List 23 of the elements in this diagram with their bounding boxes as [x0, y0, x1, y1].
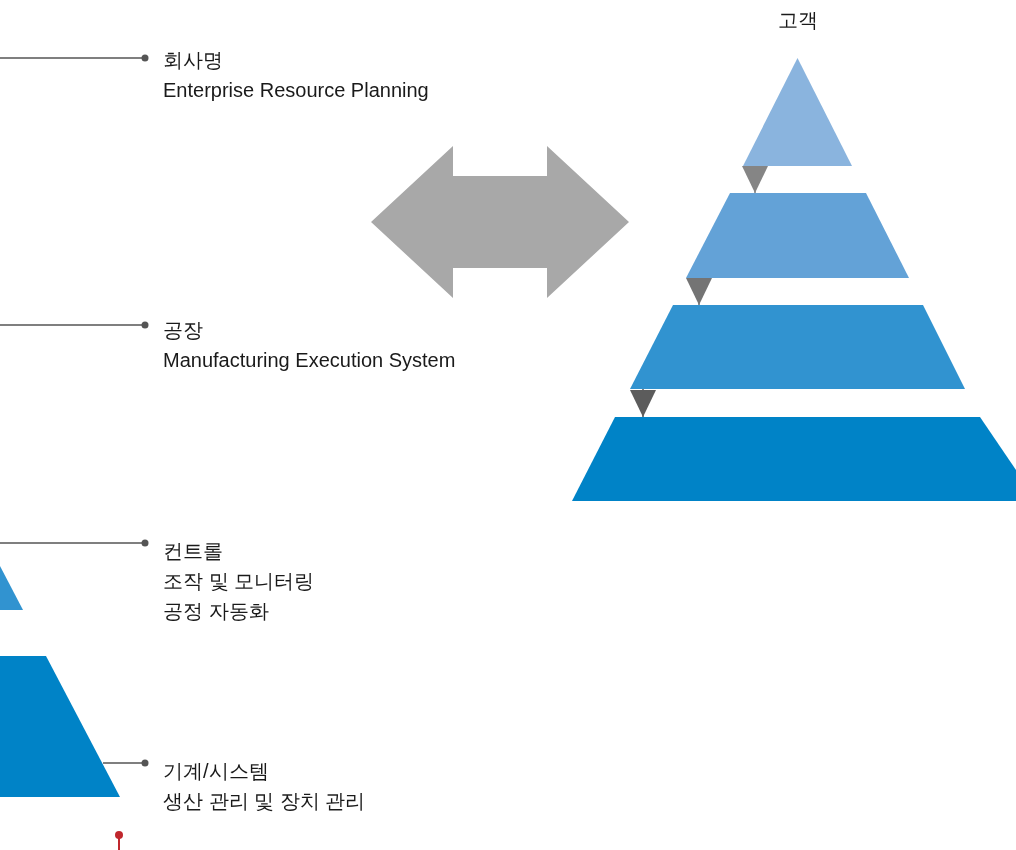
arrow	[630, 388, 656, 418]
pyramid-tier	[0, 656, 120, 797]
level-heading: 회사명	[163, 48, 224, 73]
arrow	[742, 165, 768, 194]
leader-line	[0, 321, 149, 329]
level-heading: 공장	[163, 318, 204, 343]
level-description: 조작 및 모니터링	[163, 569, 315, 594]
leader-line	[102, 759, 149, 767]
pyramid-tier	[630, 305, 965, 389]
pyramid-top-tier	[743, 58, 852, 166]
pyramid-tier	[0, 566, 23, 610]
pyramid-caption: 고객	[777, 8, 818, 32]
level-description: 생산 관리 및 장치 관리	[163, 789, 366, 814]
level-heading: 기계/시스템	[163, 759, 270, 784]
level-description: Manufacturing Execution System	[163, 348, 456, 373]
leader-line	[0, 539, 149, 547]
level-description: Enterprise Resource Planning	[163, 78, 429, 103]
leader-line	[0, 54, 149, 62]
arrow	[686, 277, 712, 306]
level-description: 공정 자동화	[163, 599, 270, 624]
level-heading: 컨트롤	[163, 539, 224, 564]
pyramid-tier	[572, 417, 1016, 501]
pyramid-tier	[686, 193, 909, 278]
